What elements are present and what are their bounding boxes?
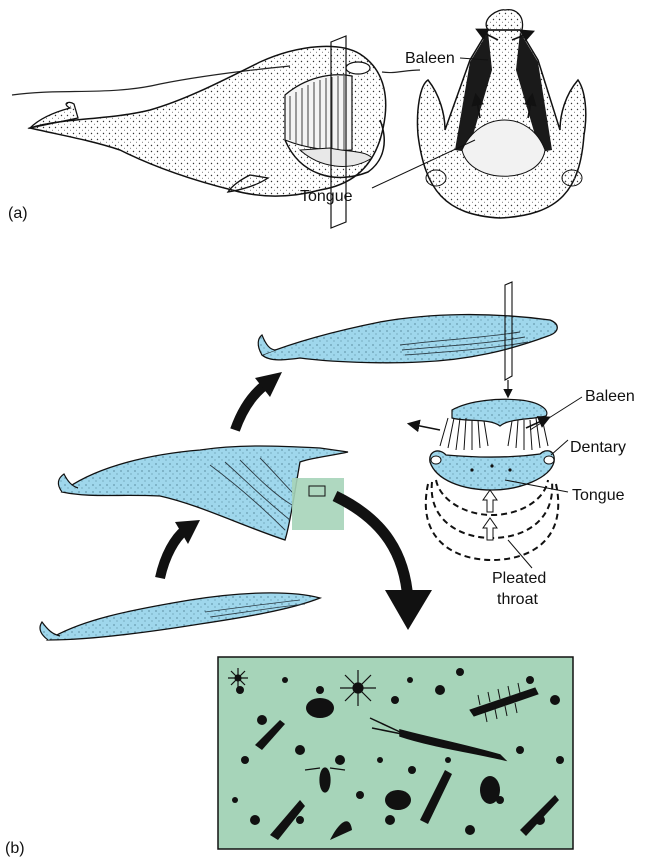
- label-baleen-a: Baleen: [405, 50, 455, 67]
- label-pleated-b: Pleated: [492, 570, 546, 587]
- panel-b-tag: (b): [5, 840, 25, 857]
- leader-pleated-b: [508, 540, 532, 568]
- label-tongue-a: Tongue: [300, 188, 353, 205]
- panel-a: Baleen Tongue (a): [8, 10, 586, 228]
- plankton-sample-box: [218, 657, 573, 849]
- arrow-gulp-to-close: [235, 385, 265, 430]
- label-baleen-b: Baleen: [585, 388, 635, 405]
- pleated-throat-outline: [426, 480, 558, 560]
- mouth-cross-section-a: [417, 10, 585, 218]
- whale-eye: [346, 62, 370, 74]
- blue-whale-gulping: [58, 446, 348, 540]
- jaw-bone-left: [426, 170, 446, 186]
- panel-b: Baleen Dentary Tongue Pleated throat: [5, 282, 635, 857]
- blue-whale-swimming: [40, 593, 320, 640]
- arrow-swim-to-gulp: [160, 530, 185, 578]
- leader-dentary-b: [551, 440, 568, 455]
- label-throat-b: throat: [497, 591, 538, 608]
- lower-jaw-b: [430, 451, 554, 490]
- arrow-to-plankton: [335, 496, 408, 600]
- panel-a-tag: (a): [8, 205, 28, 222]
- label-dentary-b: Dentary: [570, 439, 626, 456]
- mouth-cross-section-b: [410, 399, 558, 560]
- jaw-bone-right: [562, 170, 582, 186]
- rostrum-top: [486, 10, 522, 30]
- bowhead-whale: [30, 46, 386, 196]
- label-tongue-b: Tongue: [572, 487, 625, 504]
